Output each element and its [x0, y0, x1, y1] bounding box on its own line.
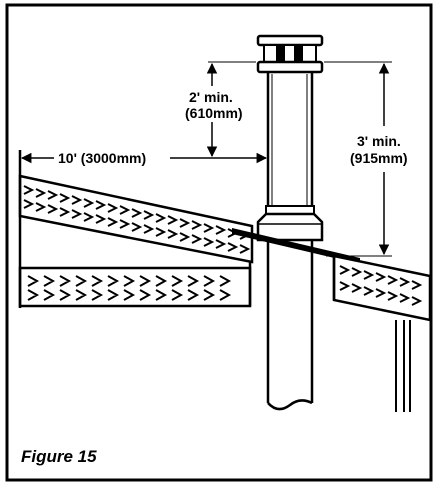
framing-posts — [248, 256, 336, 306]
chimney-cap — [256, 34, 324, 74]
chimney-above-line-label-2: (610mm) — [185, 105, 243, 121]
wall-studs-right — [395, 320, 411, 412]
chimney-pipe — [266, 72, 314, 411]
chimney-above-roof-label-2: (915mm) — [350, 150, 408, 166]
roof-rafter-upper — [18, 174, 254, 264]
chimney-above-line-label-1: 2' min. — [189, 89, 233, 105]
figure-caption: Figure 15 — [21, 447, 97, 466]
horizontal-clearance-label: 10' (3000mm) — [58, 150, 146, 166]
ceiling-joist-left — [18, 266, 252, 308]
roof-deck-board — [232, 228, 360, 264]
roof-rafter-right — [332, 254, 432, 322]
vertical-dimension-2ft — [206, 61, 256, 158]
figure-border — [5, 3, 433, 482]
vertical-dimension-3ft — [324, 61, 392, 257]
chimney-above-roof-label-1: 3' min. — [357, 133, 401, 149]
storm-collar — [256, 205, 324, 242]
